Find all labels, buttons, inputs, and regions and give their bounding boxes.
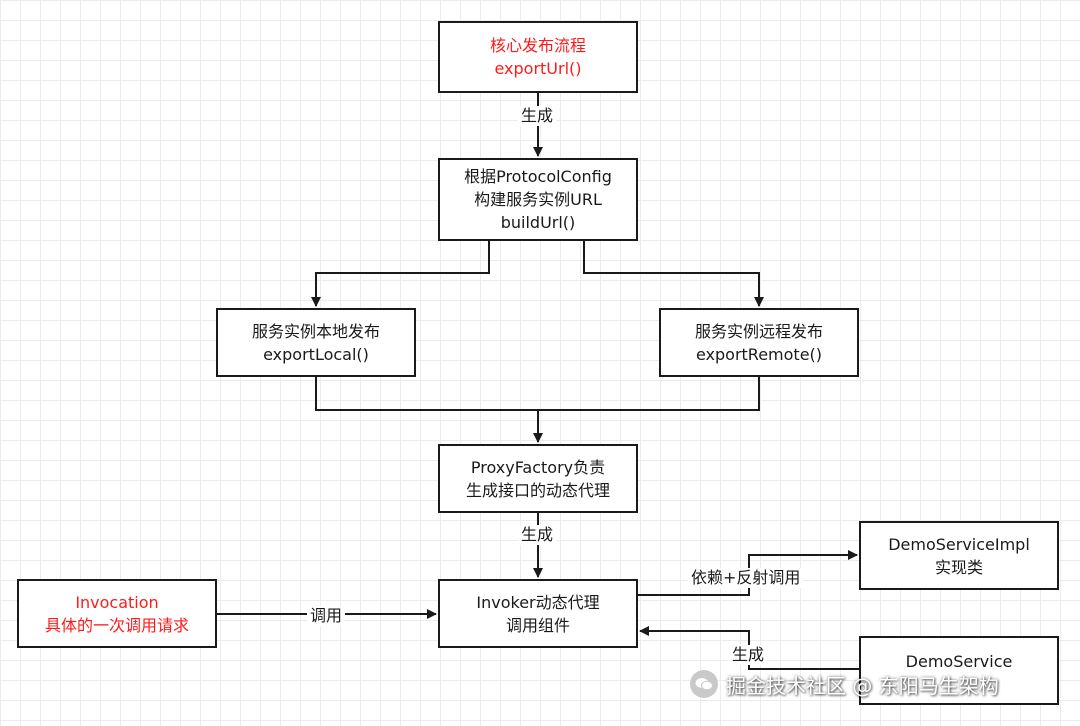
invocation-desc: 具体的一次调用请求 — [44, 615, 189, 635]
invoker-line2: 调用组件 — [505, 615, 570, 635]
build-url-line1: 根据ProtocolConfig — [464, 167, 612, 186]
edge-build-to-remote — [583, 241, 764, 307]
invocation-title: Invocation — [75, 592, 159, 612]
proxy-factory-line1: ProxyFactory负责 — [470, 457, 606, 477]
proxy-factory-node: ProxyFactory负责 生成接口的动态代理 — [438, 444, 638, 513]
export-local-method: exportLocal() — [263, 344, 369, 364]
edge-label-generate-3: 生成 — [729, 645, 768, 665]
demo-service-title: DemoService — [905, 652, 1013, 671]
edge-label-generate-2: 生成 — [518, 525, 557, 545]
export-remote-method: exportRemote() — [695, 344, 823, 364]
build-url-node: 根据ProtocolConfig 构建服务实例URL buildUrl() — [438, 158, 638, 241]
build-url-line2: 构建服务实例URL — [474, 190, 602, 209]
export-local-title: 服务实例本地发布 — [251, 321, 380, 341]
invocation-node: Invocation 具体的一次调用请求 — [17, 579, 217, 648]
demo-service-impl-title: DemoServiceImpl — [888, 534, 1030, 554]
invoker-node: Invoker动态代理 调用组件 — [438, 579, 638, 648]
demo-service-impl-node: DemoServiceImpl 实现类 — [859, 521, 1059, 590]
edge-label-generate-1: 生成 — [518, 106, 557, 126]
proxy-factory-line2: 生成接口的动态代理 — [465, 480, 610, 500]
edge-build-to-local — [311, 241, 490, 307]
core-flow-title: 核心发布流程 — [489, 36, 586, 55]
demo-service-impl-desc: 实现类 — [934, 557, 983, 577]
build-url-method: buildUrl() — [500, 213, 576, 232]
export-remote-title: 服务实例远程发布 — [694, 321, 823, 341]
edge-local-remote-merge — [315, 377, 760, 411]
core-flow-node: 核心发布流程 exportUrl() — [438, 21, 638, 93]
export-local-node: 服务实例本地发布 exportLocal() — [216, 308, 416, 377]
watermark: 掘金技术社区 @ 东阳马生架构 — [690, 664, 999, 704]
demo-service-node: DemoService — [859, 636, 1059, 705]
edge-label-depend-reflect: 依赖+反射调用 — [688, 568, 804, 588]
watermark-text: 掘金技术社区 @ 东阳马生架构 — [726, 673, 999, 698]
invoker-line1: Invoker动态代理 — [476, 592, 600, 612]
core-flow-method: exportUrl() — [494, 59, 582, 78]
export-remote-node: 服务实例远程发布 exportRemote() — [659, 308, 859, 377]
wechat-logo-icon — [690, 670, 718, 698]
edge-label-call: 调用 — [307, 606, 346, 626]
